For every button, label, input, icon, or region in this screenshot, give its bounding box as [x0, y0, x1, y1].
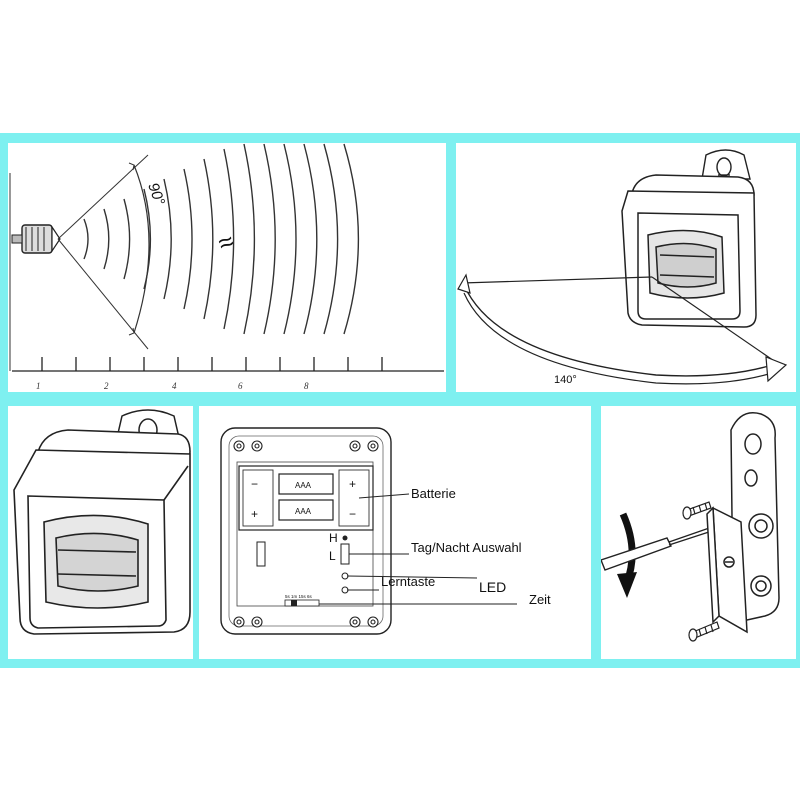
wave-arc [323, 143, 339, 335]
battery-cell-2-label: AAA [295, 507, 312, 516]
swivel-diagram: 140° [457, 149, 788, 386]
arrow-left-icon [457, 273, 471, 294]
swivel-range-panel: 140° [456, 143, 796, 392]
plus-sign: + [349, 477, 356, 491]
wave-arc [163, 178, 172, 300]
tick-label-8: 8 [304, 381, 309, 391]
cone-lower-line [57, 238, 149, 350]
minus-sign: − [251, 477, 258, 491]
coverage-diagram: 90° ≈ 1 2 4 6 8 [9, 143, 444, 391]
wave-arc [243, 143, 256, 335]
battery-compartment: − + + − AAA AAA [238, 465, 374, 531]
swivel-ray-right [651, 276, 781, 366]
angle-label: 90° [144, 181, 168, 208]
swivel-arc [463, 284, 773, 377]
time-scale-label: 5s 1m 15s 6s [285, 594, 313, 599]
tick-label-4: 4 [172, 381, 177, 391]
wave-arc [103, 208, 110, 270]
tick-label-6: 6 [238, 381, 243, 391]
sensor-housing-icon [621, 174, 757, 328]
wave-arc [343, 143, 360, 335]
wave-arc [83, 218, 89, 260]
battery-cell-2 [278, 499, 334, 521]
time-slider [284, 599, 320, 607]
callout-learn [346, 575, 478, 579]
screw-top-icon [682, 501, 712, 520]
sensor-side-icon [11, 224, 61, 254]
mounting-panel [601, 406, 796, 659]
sensor-closeup [13, 409, 191, 635]
time-label: Zeit [529, 592, 551, 607]
time-slider-knob [291, 600, 297, 606]
wave-arc [183, 168, 193, 310]
angle-arc [133, 164, 150, 334]
wave-arc [303, 143, 318, 335]
wave-arc [203, 158, 214, 320]
swivel-ray-left [461, 276, 653, 284]
battery-cell-1-label: AAA [295, 481, 312, 490]
switch-low-label: L [329, 549, 336, 563]
board-layout-panel: − + + − AAA AAA H L 5s 1m 15s 6s Batteri… [199, 406, 591, 659]
arrow-right-icon [765, 356, 788, 383]
callout-battery [358, 493, 410, 499]
board-diagram: − + + − AAA AAA H L 5s 1m 15s 6s Batteri… [220, 427, 551, 635]
wave-arc [283, 143, 297, 335]
mounting-diagram [601, 412, 780, 642]
wave-arc [263, 143, 276, 335]
detection-waves [83, 143, 360, 335]
led-label: LED [479, 579, 506, 595]
ruler-ticks [41, 357, 383, 371]
battery-cell-1 [278, 473, 334, 495]
wave-arc [123, 198, 131, 280]
screw-holes [233, 440, 379, 628]
tick-label-1: 1 [36, 381, 41, 391]
wave-arc [223, 148, 235, 330]
switch-dot [342, 535, 348, 541]
clip-icon [706, 506, 748, 634]
day-night-label: Tag/Nacht Auswahl [411, 540, 522, 555]
coverage-diagram-panel: 90° ≈ 1 2 4 6 8 [8, 143, 446, 392]
tick-label-2: 2 [104, 381, 109, 391]
sensor-closeup-panel [8, 406, 193, 659]
sensor-housing-icon [13, 429, 191, 635]
swivel-angle-label: 140° [554, 374, 577, 386]
day-night-switch [340, 543, 350, 565]
minus-sign: − [349, 507, 356, 521]
screwdriver-icon [601, 525, 716, 571]
screw-bottom-icon [688, 621, 720, 642]
component-block [256, 541, 266, 567]
mount-bracket-icon [701, 149, 751, 180]
plus-sign: + [251, 507, 258, 521]
wave-arc [143, 188, 152, 290]
battery-label: Batterie [411, 486, 456, 501]
learn-button-label: Lerntaste [381, 574, 435, 589]
switch-high-label: H [329, 531, 338, 545]
